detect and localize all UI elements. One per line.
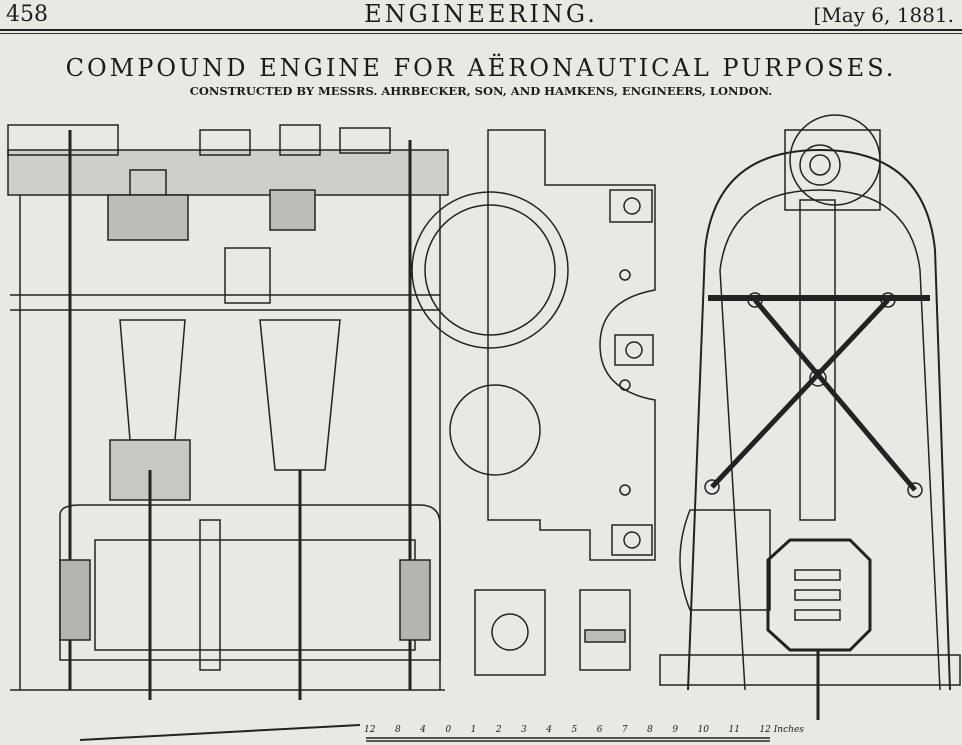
scale-label: 5 bbox=[571, 725, 578, 735]
scale-label: 2 bbox=[495, 725, 502, 735]
header-rule bbox=[0, 29, 962, 31]
journal-title: ENGINEERING. bbox=[364, 0, 598, 28]
scale-label: 9 bbox=[672, 725, 679, 735]
scale-label: 10 bbox=[697, 725, 710, 735]
page-number: 458 bbox=[6, 2, 48, 27]
scale-bar bbox=[366, 737, 770, 742]
sectional-elevation bbox=[7, 124, 449, 741]
scale-label: 6 bbox=[596, 725, 603, 735]
scale-label: 8 bbox=[394, 725, 401, 735]
article-subtitle: CONSTRUCTED BY MESSRS. AHRBECKER, SON, A… bbox=[189, 84, 773, 98]
scale-label: 12 bbox=[364, 725, 376, 735]
side-plate bbox=[411, 129, 656, 676]
scale-label: 3 bbox=[521, 725, 527, 735]
header-rule-thin bbox=[0, 33, 962, 34]
scale-label: 1 bbox=[470, 725, 477, 735]
scale-label: 11 bbox=[728, 725, 740, 735]
scale-label: 12 Inches bbox=[759, 725, 804, 735]
scale-label: 4 bbox=[420, 725, 426, 735]
scale-bar-labels: 12 8 4 0 1 2 3 4 5 6 7 8 9 10 11 12 Inch… bbox=[364, 725, 804, 735]
article-title: COMPOUND ENGINE FOR AËRONAUTICAL PURPOSE… bbox=[65, 54, 897, 82]
issue-date: [May 6, 1881. bbox=[813, 3, 954, 27]
scale-label: 7 bbox=[621, 725, 628, 735]
scale-label: 4 bbox=[546, 725, 552, 735]
end-elevation bbox=[659, 114, 961, 720]
scale-label: 0 bbox=[445, 725, 452, 735]
scale-label: 8 bbox=[647, 725, 653, 735]
